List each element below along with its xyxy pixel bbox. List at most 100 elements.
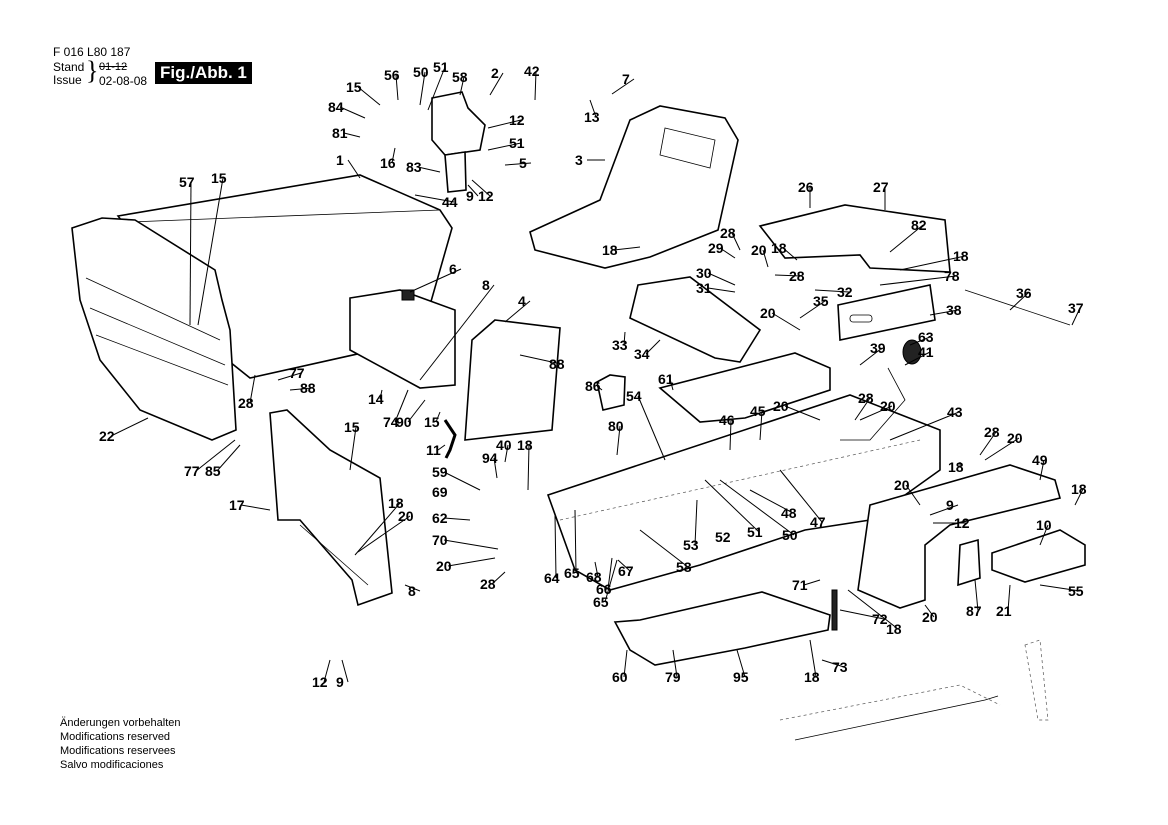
callout-label-94: 94 bbox=[482, 450, 498, 466]
callout-label-38: 38 bbox=[946, 302, 962, 318]
callout-leader-line bbox=[437, 444, 446, 451]
callout-label-50: 50 bbox=[413, 64, 429, 80]
callout-leader-line bbox=[594, 561, 599, 578]
callout-leader-line bbox=[487, 119, 522, 129]
callout-leader-line bbox=[607, 557, 613, 590]
callout-leader-line bbox=[343, 132, 361, 138]
callout-leader-line bbox=[519, 354, 562, 365]
callout-leader-line bbox=[534, 70, 537, 101]
callout-leader-line bbox=[596, 385, 603, 391]
callout-leader-line bbox=[554, 514, 557, 579]
callout-label-32: 32 bbox=[837, 284, 853, 300]
callout-leader-line bbox=[1039, 524, 1049, 546]
callout-label-47: 47 bbox=[810, 514, 826, 530]
callout-label-28: 28 bbox=[238, 395, 254, 411]
callout-leader-line bbox=[859, 347, 883, 366]
callout-leader-line bbox=[574, 509, 577, 574]
callout-label-83: 83 bbox=[406, 159, 422, 175]
callout-label-20: 20 bbox=[1007, 430, 1023, 446]
callout-label-18: 18 bbox=[953, 248, 969, 264]
callout-label-7: 7 bbox=[622, 71, 630, 87]
callout-leader-line bbox=[889, 224, 924, 253]
callout-leader-line bbox=[637, 395, 666, 461]
stand-label: Stand bbox=[53, 60, 85, 74]
callout-leader-line bbox=[391, 147, 396, 164]
callout-leader-line bbox=[1039, 584, 1081, 592]
callout-label-71: 71 bbox=[792, 577, 808, 593]
callout-leader-line bbox=[731, 232, 741, 251]
callout-labels: 1234567889991011121212121314151515151617… bbox=[99, 59, 1087, 690]
callout-label-65: 65 bbox=[564, 565, 580, 581]
callout-label-5: 5 bbox=[519, 155, 527, 171]
callout-label-78: 78 bbox=[944, 268, 960, 284]
callout-label-50: 50 bbox=[782, 527, 798, 543]
callout-label-15: 15 bbox=[424, 414, 440, 430]
callout-label-20: 20 bbox=[894, 477, 910, 493]
callout-leader-line bbox=[471, 179, 491, 197]
callout-leader-line bbox=[189, 181, 192, 326]
modification-notice: Änderungen vorbehalten Modifications res… bbox=[60, 716, 180, 772]
callout-leader-line bbox=[749, 489, 794, 514]
callout-leader-line bbox=[774, 274, 802, 277]
callout-label-66: 66 bbox=[596, 581, 612, 597]
side-panel bbox=[464, 319, 561, 441]
callout-label-12: 12 bbox=[478, 188, 494, 204]
callout-label-18: 18 bbox=[886, 621, 902, 637]
callout-label-18: 18 bbox=[517, 437, 533, 453]
callout-label-28: 28 bbox=[720, 225, 736, 241]
callout-label-46: 46 bbox=[719, 412, 735, 428]
callout-leader-line bbox=[924, 604, 935, 618]
notice-line-en: Modifications reserved bbox=[60, 731, 171, 743]
seat-plate bbox=[758, 204, 951, 273]
callout-label-28: 28 bbox=[858, 390, 874, 406]
callout-leader-line bbox=[419, 71, 426, 106]
fender bbox=[857, 464, 1061, 609]
callout-label-43: 43 bbox=[947, 404, 963, 420]
callout-label-74: 74 bbox=[383, 414, 399, 430]
callout-label-9: 9 bbox=[946, 497, 954, 513]
callout-leader-line bbox=[289, 387, 313, 391]
callout-label-70: 70 bbox=[432, 532, 448, 548]
callout-label-56: 56 bbox=[384, 67, 400, 83]
callout-label-15: 15 bbox=[344, 419, 360, 435]
callout-leader-line bbox=[984, 437, 1020, 461]
callout-label-54: 54 bbox=[626, 388, 642, 404]
callout-label-17: 17 bbox=[229, 497, 245, 513]
callout-label-39: 39 bbox=[870, 340, 886, 356]
brace-icon: } bbox=[86, 56, 99, 85]
callout-leader-line bbox=[394, 389, 409, 423]
callout-label-20: 20 bbox=[773, 398, 789, 414]
callout-label-58: 58 bbox=[452, 69, 468, 85]
callout-label-52: 52 bbox=[715, 529, 731, 545]
callout-leader-line bbox=[694, 499, 698, 546]
callout-leader-line bbox=[341, 659, 349, 683]
callout-leader-line bbox=[427, 66, 446, 111]
callout-label-20: 20 bbox=[751, 242, 767, 258]
callout-leader-line bbox=[616, 425, 621, 456]
callout-label-16: 16 bbox=[380, 155, 396, 171]
callout-label-72: 72 bbox=[872, 611, 888, 627]
callout-leader-line bbox=[527, 444, 530, 491]
callout-leader-line bbox=[623, 331, 626, 346]
callout-leader-line bbox=[771, 312, 801, 331]
callout-leader-line bbox=[443, 471, 481, 491]
callout-label-26: 26 bbox=[798, 179, 814, 195]
callout-label-51: 51 bbox=[747, 524, 763, 540]
callout-leader-line bbox=[814, 289, 850, 293]
stand-issue-labels: Stand Issue bbox=[53, 61, 84, 87]
callout-leader-line bbox=[669, 378, 674, 391]
callout-label-53: 53 bbox=[683, 537, 699, 553]
callout-leader-line bbox=[909, 336, 931, 346]
callout-label-15: 15 bbox=[211, 170, 227, 186]
callout-label-18: 18 bbox=[771, 240, 787, 256]
callout-leader-line bbox=[736, 649, 746, 678]
callout-label-64: 64 bbox=[544, 570, 560, 586]
callout-label-6: 6 bbox=[449, 261, 457, 277]
callout-label-9: 9 bbox=[466, 188, 474, 204]
callout-leader-line bbox=[979, 431, 997, 456]
callout-leader-line bbox=[349, 426, 357, 471]
callout-label-28: 28 bbox=[789, 268, 805, 284]
callout-label-82: 82 bbox=[911, 217, 927, 233]
tool-box bbox=[991, 529, 1086, 583]
callout-leader-line bbox=[1074, 488, 1084, 506]
